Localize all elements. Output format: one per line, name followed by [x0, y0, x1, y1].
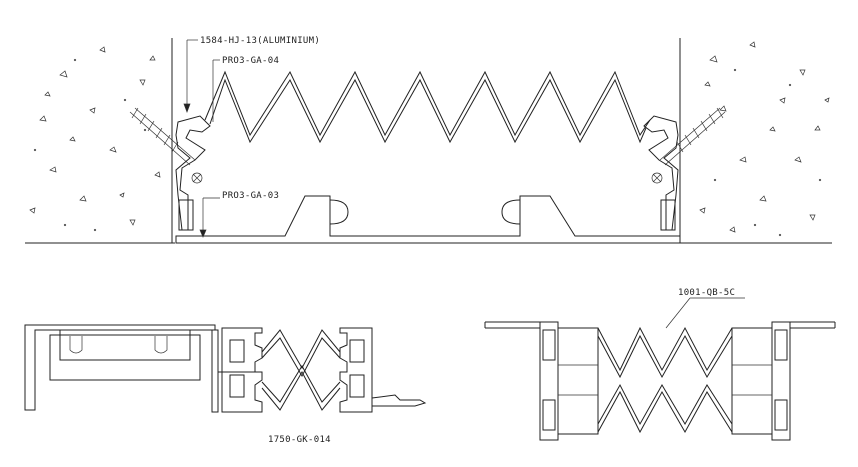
right-clamp-profile: [339, 327, 373, 413]
base-cover-plate: [175, 195, 681, 244]
screw-anchor-icon: [659, 107, 726, 166]
label-bottom-left: 1750-GK-014: [268, 435, 331, 445]
bellows-membrane: [204, 70, 651, 144]
screw-anchor-icon: [129, 107, 196, 166]
label-pro-top: PRO3-GA-04: [222, 56, 279, 66]
label-aluminium: 1584-HJ-13(ALUMINIUM): [200, 36, 320, 46]
leader-lines: [183, 39, 220, 238]
label-pro-bottom: PRO3-GA-03: [222, 191, 279, 201]
top-section-detail: 1584-HJ-13(ALUMINIUM) PRO3-GA-04 PRO3-GA…: [25, 36, 832, 244]
left-clamp-profile: [221, 327, 263, 413]
concrete-right: [699, 41, 830, 237]
bottom-left-detail: 1750-GK-014: [24, 324, 427, 445]
right-aluminium-profile: [643, 115, 679, 231]
concrete-left: [29, 46, 161, 232]
label-bottom-right: 1001-QB-5C: [678, 288, 735, 298]
right-frame-profile: [731, 321, 791, 441]
left-frame-profile: [539, 321, 599, 441]
bottom-right-detail: 1001-QB-5C: [484, 288, 836, 441]
left-aluminium-profile: [175, 115, 211, 231]
